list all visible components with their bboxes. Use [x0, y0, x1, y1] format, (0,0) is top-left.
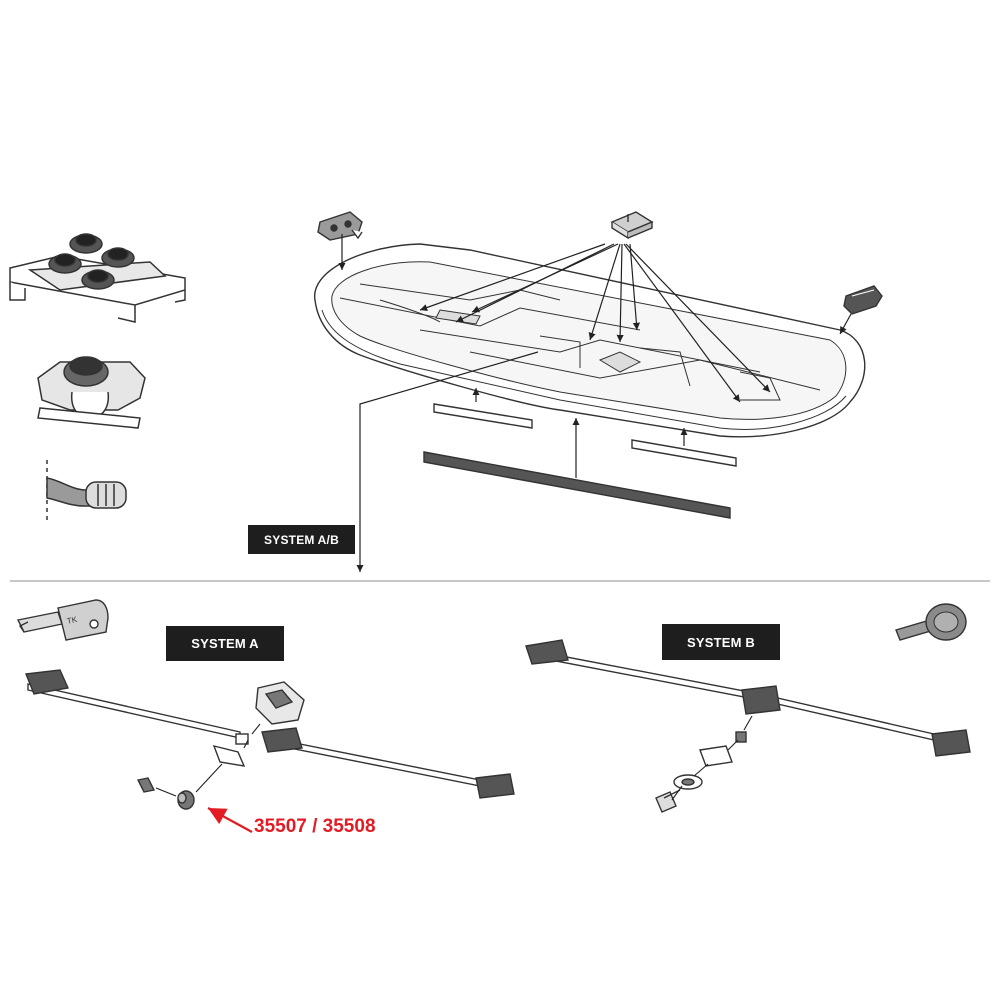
roof-box-icon — [314, 243, 866, 438]
system-a-label: SYSTEM A — [166, 626, 284, 661]
lock-bar-a-icon — [25, 669, 515, 810]
lock-cylinder-icon — [177, 790, 195, 810]
box-hinge-left-icon — [317, 211, 363, 241]
part-callout-arrow — [207, 807, 253, 833]
assembly-arrows — [338, 234, 852, 572]
strap-icon — [46, 460, 127, 520]
system-b-label: SYSTEM B — [662, 624, 780, 660]
foot-mount-clamp-icon — [9, 233, 186, 323]
box-rails — [423, 403, 737, 519]
knob-clamp-icon — [37, 356, 146, 429]
system-ab-label: SYSTEM A/B — [248, 525, 355, 554]
box-bracket-top-icon — [610, 211, 654, 240]
part-number-label: 35507 / 35508 — [254, 816, 376, 837]
assembly-lines-a — [155, 723, 261, 797]
box-hinge-right-icon — [843, 285, 883, 315]
key-a-icon — [16, 599, 109, 641]
lock-bar-b-icon — [525, 639, 971, 813]
assembly-lines-b — [671, 715, 753, 801]
key-b-icon — [895, 603, 967, 641]
